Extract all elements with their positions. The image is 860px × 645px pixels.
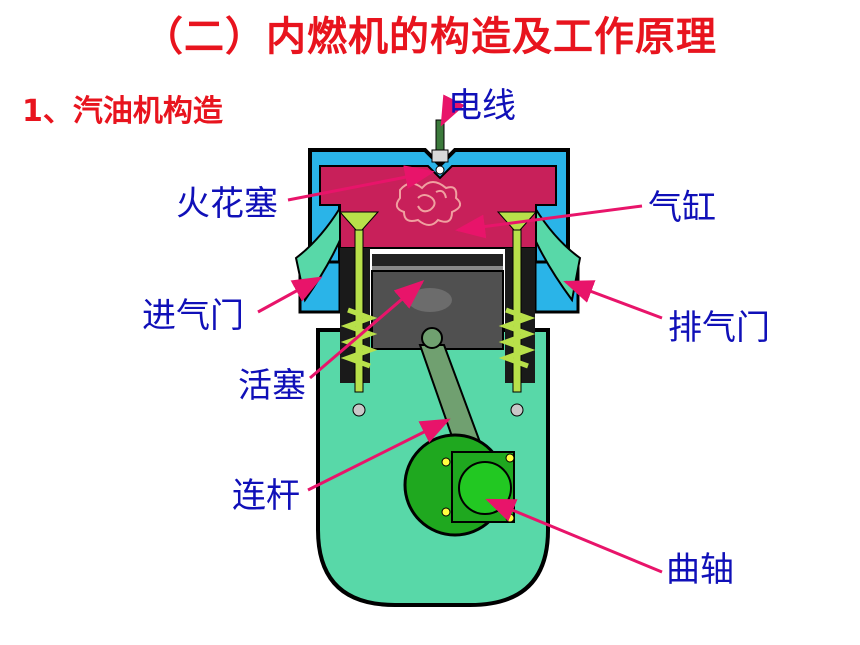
page-title: （二）内燃机的构造及工作原理 xyxy=(143,14,717,60)
arrow-intake-valve xyxy=(257,276,323,314)
wrist-pin xyxy=(421,327,443,349)
combustion-chamber xyxy=(319,165,557,249)
label-exhaust-valve: 排气门 xyxy=(668,308,770,348)
label-piston: 活塞 xyxy=(238,366,306,406)
arrow-spark-plug xyxy=(287,165,435,202)
pointer-arrows xyxy=(257,94,663,574)
label-connecting-rod: 连杆 xyxy=(232,476,300,516)
arrow-exhaust-valve xyxy=(563,280,663,320)
label-wire: 电线 xyxy=(448,86,516,126)
label-crankshaft: 曲轴 xyxy=(666,550,734,590)
arrow-crankshaft xyxy=(485,498,663,574)
label-spark-plug: 火花塞 xyxy=(176,184,278,224)
arrow-piston xyxy=(309,280,425,380)
label-cylinder: 气缸 xyxy=(648,188,716,228)
label-intake-valve: 进气门 xyxy=(142,296,244,336)
arrow-cylinder xyxy=(455,204,643,239)
spark-plug xyxy=(431,119,449,175)
arrow-wire xyxy=(440,94,465,127)
section-heading: 1、汽油机构造 xyxy=(22,94,223,129)
intake-valve xyxy=(338,211,380,417)
arrow-connecting-rod xyxy=(307,418,451,492)
